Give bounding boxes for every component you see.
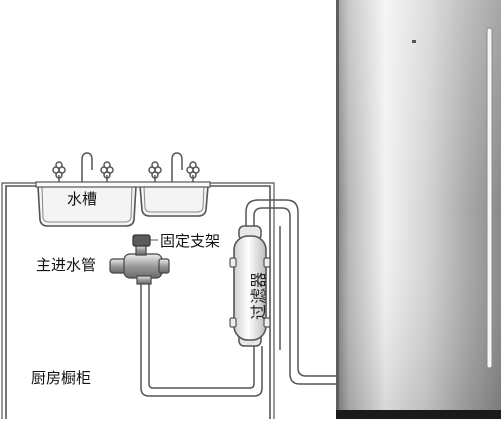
refrigerator	[336, 0, 501, 419]
water-line-inlet	[140, 282, 263, 397]
faucet-left	[52, 152, 114, 182]
mounting-bracket-label: 固定支架	[160, 232, 221, 250]
fridge-handle	[486, 27, 493, 369]
sink-label: 水槽	[67, 190, 98, 208]
filter-label: 过滤器	[249, 272, 268, 321]
valve-assembly	[109, 234, 170, 285]
countertop	[35, 181, 211, 188]
sink-left	[37, 185, 137, 227]
fridge-logo	[412, 40, 416, 43]
kitchen-cabinet-label: 厨房橱柜	[31, 369, 92, 387]
sink-right	[139, 185, 209, 217]
kitchen-cabinet	[1, 182, 275, 419]
main-water-pipe-label: 主进水管	[36, 256, 97, 274]
faucet-right	[148, 152, 200, 182]
filter-unit	[229, 225, 271, 347]
water-line-outlet	[245, 199, 336, 385]
